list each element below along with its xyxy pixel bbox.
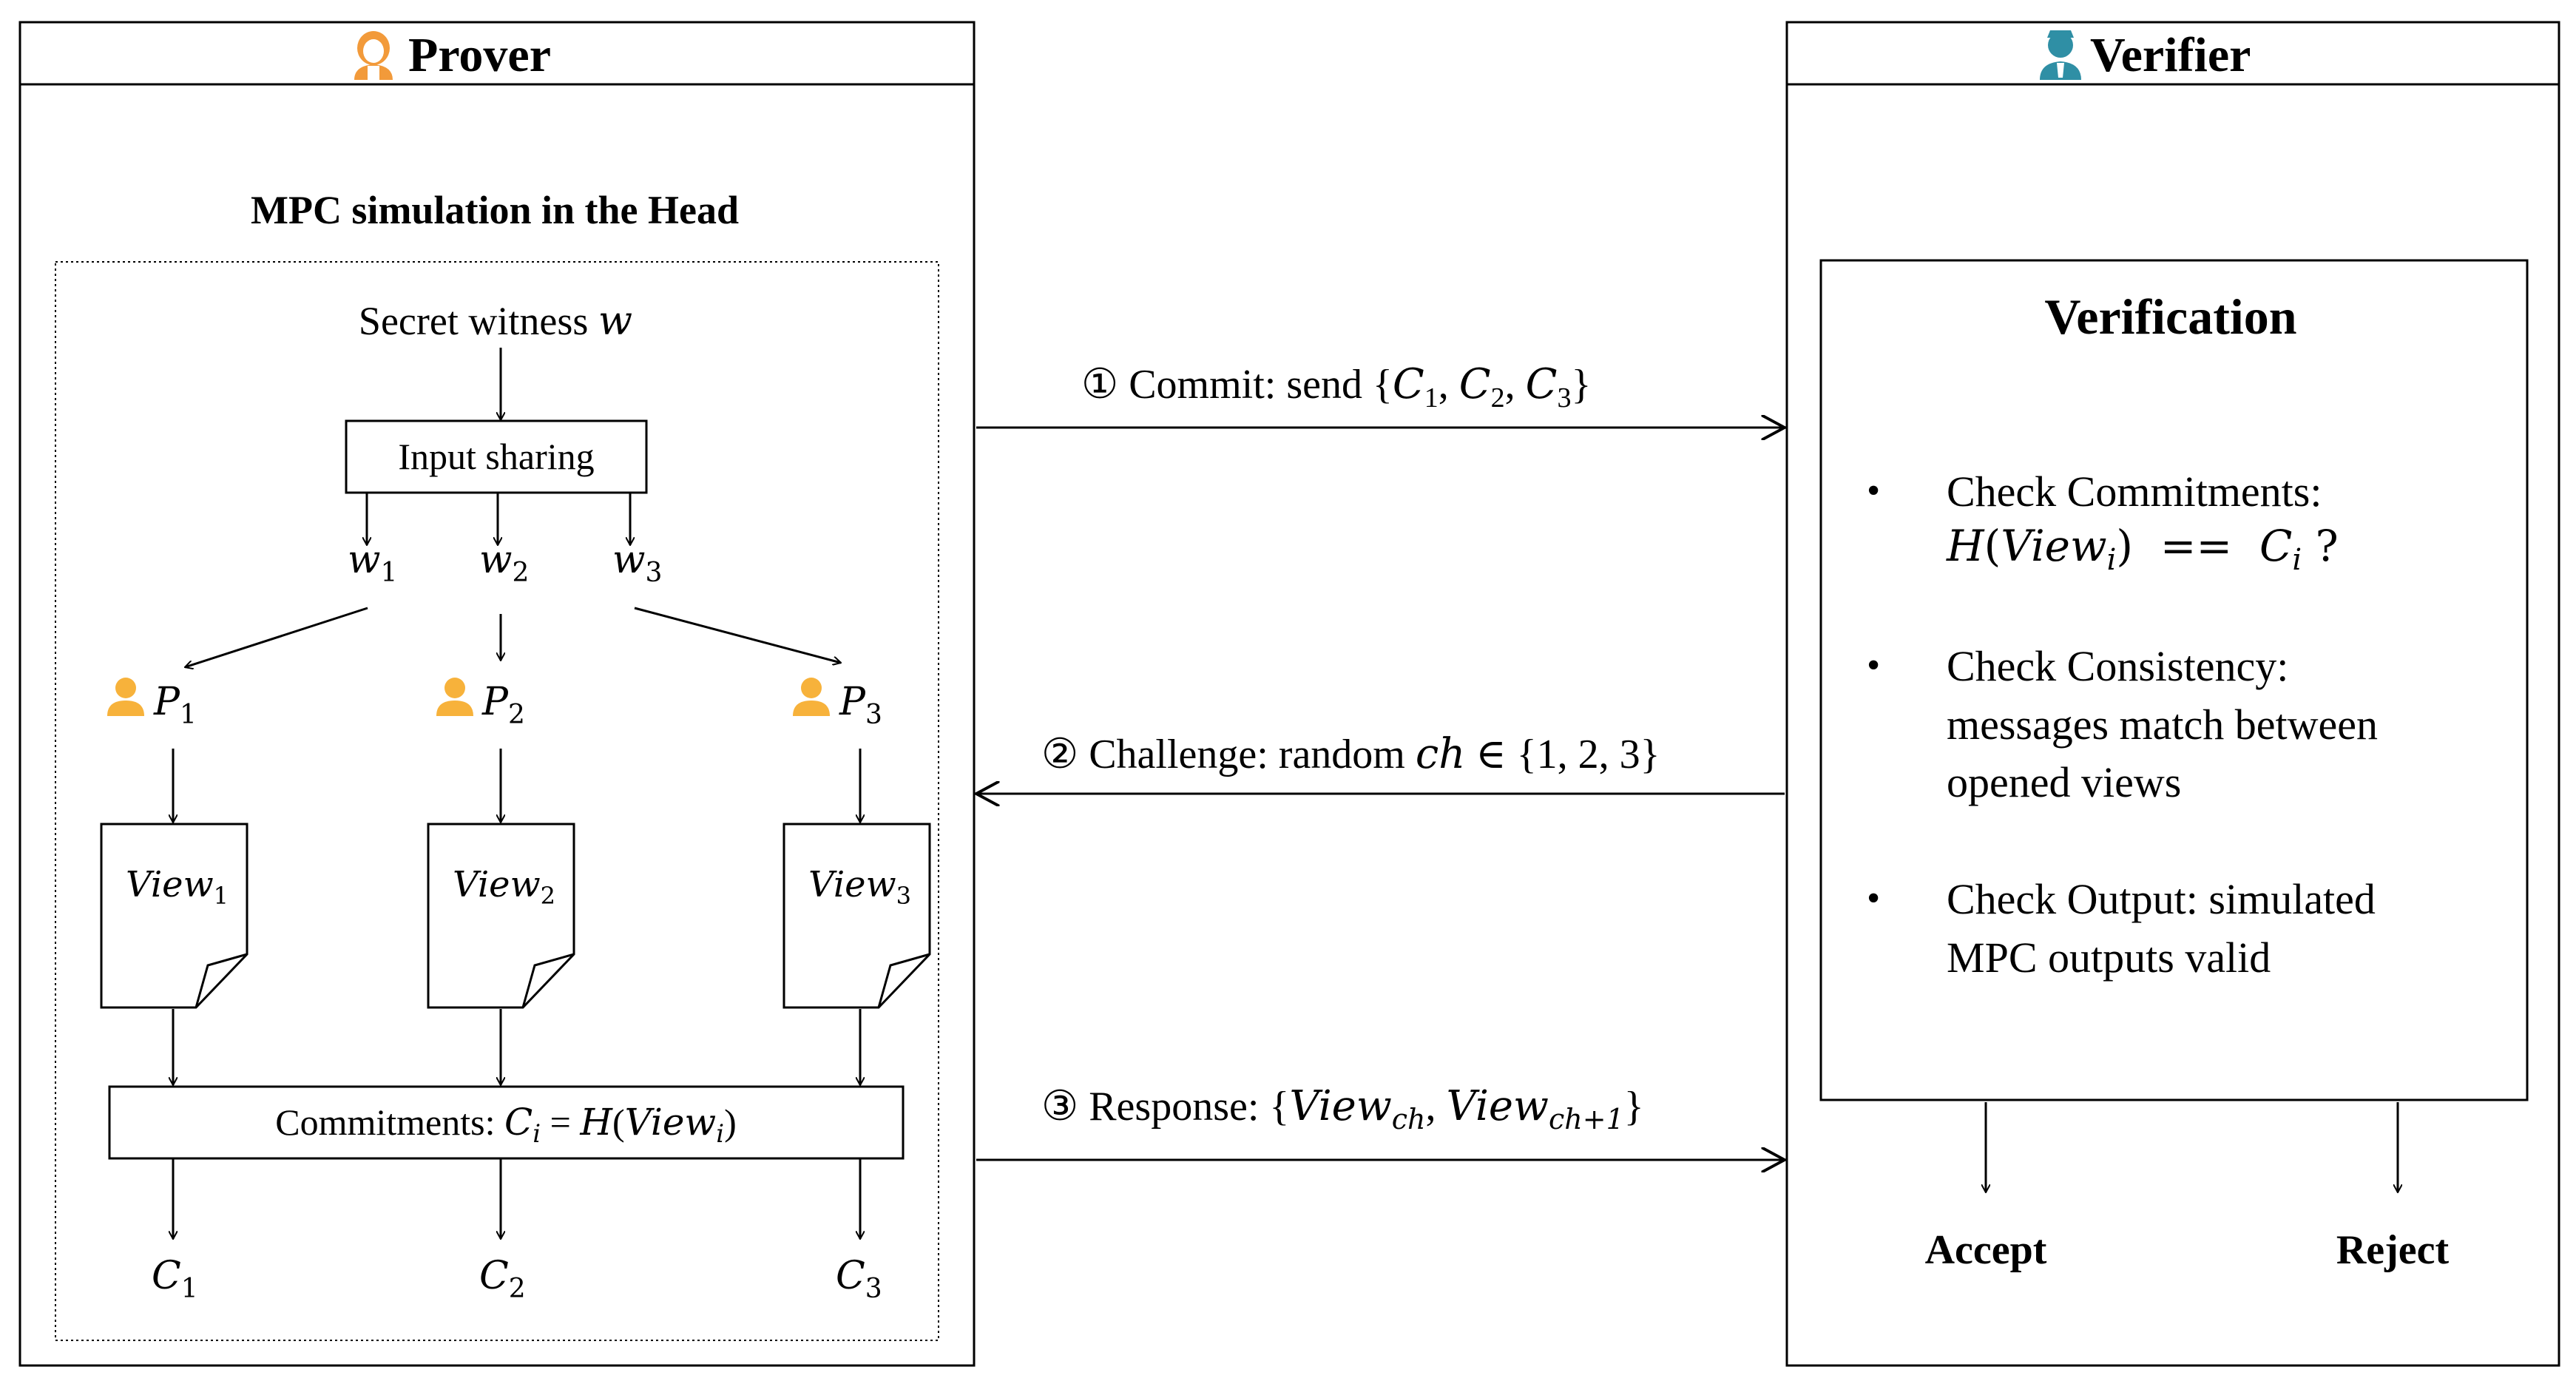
reject-label: Reject: [2336, 1227, 2450, 1273]
view3-document: View3: [782, 823, 931, 1009]
share-w3: w3: [612, 538, 662, 588]
output-c3: C3: [836, 1254, 882, 1304]
check-consistency-line-3: opened views: [1947, 758, 2181, 806]
check-output-line-2: MPC outputs valid: [1947, 934, 2271, 982]
commitments-box: Commitments: Ci = H(Viewi): [108, 1085, 905, 1160]
check-bullet: •: [1867, 877, 1880, 919]
secret-witness-label: Secret witness w: [359, 297, 632, 344]
output-c2: C2: [479, 1254, 526, 1304]
input-sharing-box: Input sharing: [345, 419, 648, 494]
output-c1: C1: [152, 1254, 198, 1304]
view1-document: View1: [100, 823, 249, 1009]
party-p1: P1: [107, 678, 197, 730]
mpc-subtitle: MPC simulation in the Head: [251, 188, 739, 232]
message-challenge: ② Challenge: random ch ∈ {1, 2, 3}: [976, 730, 1785, 794]
party-person-icon: [793, 678, 830, 716]
check-bullet: •: [1867, 470, 1880, 512]
party-person-icon: [436, 678, 473, 716]
view1-label: View1: [126, 864, 229, 910]
prover-header: Prover: [354, 28, 551, 82]
verification-box: Verification • Check Commitments: H(View…: [1819, 259, 2529, 1101]
party-p3-label: P3: [839, 680, 882, 730]
check-commitments-title: Check Commitments:: [1947, 467, 2322, 516]
message-commit: ① Commit: send {C1, C2, C3}: [976, 360, 1785, 428]
check-bullet: •: [1867, 644, 1880, 686]
check-commitments-formula: H(Viewi) == Ci ?: [1946, 521, 2339, 577]
message-response: ③ Response: {Viewch, Viewch+1}: [976, 1082, 1785, 1160]
accept-label: Accept: [1925, 1227, 2047, 1273]
commitments-label: Commitments: Ci = H(Viewi): [275, 1101, 737, 1149]
verifier-panel: [1785, 21, 2560, 1367]
view3-label: View3: [808, 864, 911, 910]
arrow-w1-to-p1: [185, 607, 368, 667]
party-p2: P2: [436, 678, 525, 730]
verifier-header: Verifier: [2040, 28, 2251, 82]
share-w1: w1: [348, 538, 397, 588]
party-p3: P3: [793, 678, 882, 730]
challenge-message-label: ② Challenge: random ch ∈ {1, 2, 3}: [1041, 730, 1660, 778]
party-p2-label: P2: [481, 680, 525, 730]
verifier-title: Verifier: [2090, 28, 2251, 82]
party-p1-label: P1: [153, 680, 197, 730]
mpc-region: [55, 261, 939, 1341]
response-message-label: ③ Response: {Viewch, Viewch+1}: [1041, 1082, 1644, 1135]
verification-title: Verification: [2044, 288, 2296, 345]
view2-label: View2: [453, 864, 555, 910]
prover-panel: [18, 21, 976, 1367]
share-w2: w2: [479, 538, 529, 588]
party-person-icon: [107, 678, 144, 716]
verifier-icon: [2040, 30, 2081, 80]
input-sharing-label: Input sharing: [398, 436, 594, 477]
arrow-w3-to-p3: [634, 607, 841, 663]
check-output-line-1: Check Output: simulated: [1947, 875, 2376, 923]
commit-message-label: ① Commit: send {C1, C2, C3}: [1081, 360, 1591, 413]
prover-icon: [354, 31, 393, 81]
prover-title: Prover: [408, 28, 551, 82]
check-consistency-line-1: Check Consistency:: [1947, 642, 2288, 690]
view2-document: View2: [427, 823, 575, 1009]
check-consistency-line-2: messages match between: [1947, 701, 2378, 749]
